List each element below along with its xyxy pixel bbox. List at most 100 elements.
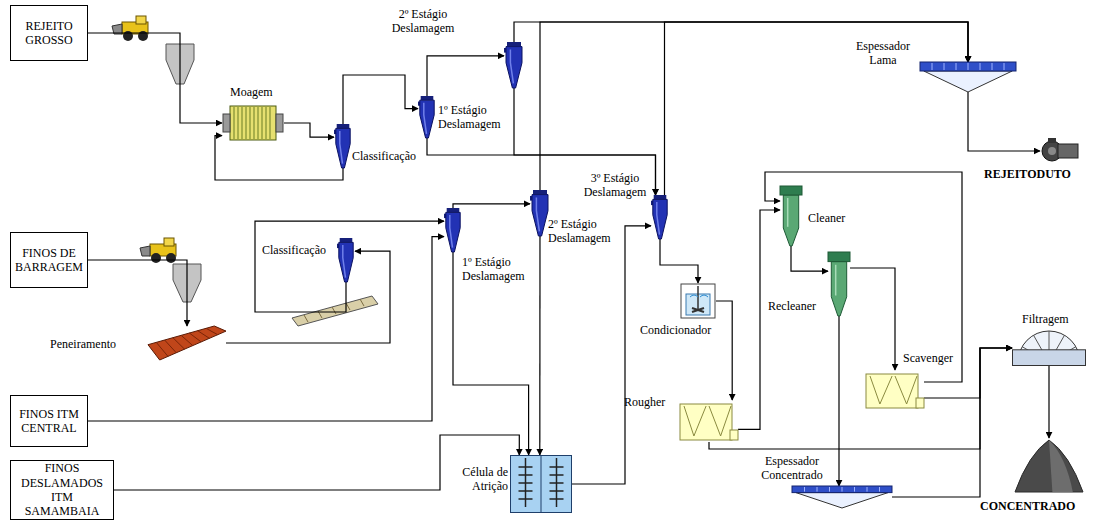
equipment-label: 2º Estágio Deslamagem (386, 8, 460, 36)
cyc-icon (504, 42, 524, 88)
equipment-label: CONCENTRADO (980, 500, 1075, 514)
equipment-label: 3º Estágio Deslamagem (580, 172, 650, 200)
equipment-label: 2º Estágio Deslamagem (548, 218, 622, 246)
cyc-icon (651, 195, 669, 239)
equipment-label: Condicionador (640, 324, 711, 338)
equipment-node: Moagem (222, 102, 284, 144)
cell-icon (866, 370, 924, 410)
equipment-label: REJEITODUTO (984, 168, 1071, 182)
col-icon (828, 252, 850, 316)
equipment-label: Classificação (352, 150, 416, 164)
cell-icon (680, 400, 738, 442)
equipment-node: Espessador Concentrado (792, 486, 892, 508)
flow-line (838, 316, 839, 486)
equipment-node: Recleaner (828, 252, 850, 316)
equipment-node: Classificação (337, 238, 355, 282)
equipment-node: Célula de Atrição (510, 455, 572, 513)
equipment-label: Rougher (624, 396, 665, 410)
flow-line (88, 237, 444, 421)
equipment-node: 3º Estágio Deslamagem (651, 195, 669, 239)
cyc-icon (530, 190, 550, 236)
flow-line (539, 236, 540, 455)
equipment-label: Scavenger (903, 352, 953, 366)
equipment-label: 1º Estágio Deslamagem (462, 256, 536, 284)
equipment-node: Filtragem (1012, 330, 1086, 366)
cyc-icon (418, 96, 436, 138)
box-label: FINOS DESLAMADOS ITM SAMAMBAIA (14, 461, 110, 519)
equipment-label: Filtragem (1022, 313, 1069, 327)
equipment-node: Scavenger (866, 370, 924, 410)
attr-icon (510, 455, 572, 513)
flow-line (88, 33, 222, 123)
flow-line (968, 92, 1040, 151)
equipment-label: Espessador Lama (850, 40, 916, 68)
equipment-label: Moagem (230, 86, 273, 100)
equipment-node: Condicionador (680, 283, 716, 319)
equipment-node: 2º Estágio Deslamagem (504, 42, 524, 88)
box-label: FINOS DE BARRAGEM (14, 246, 84, 275)
flow-line (284, 123, 334, 137)
cond-icon (680, 283, 716, 319)
pile-icon (1015, 438, 1083, 492)
flow-line (765, 172, 962, 382)
equipment-node: Cleaner (780, 186, 802, 246)
flow-line (660, 239, 698, 283)
flow-line (215, 136, 343, 180)
feed-box: FINOS ITM CENTRAL (10, 395, 88, 447)
equipment-node: Espessador Lama (920, 62, 1016, 92)
feed-box: FINOS DE BARRAGEM (10, 232, 88, 288)
flow-line (1048, 366, 1049, 438)
feed-box: REJEITO GROSSO (10, 5, 88, 61)
flow-line (892, 348, 1012, 497)
flow-line (453, 204, 530, 208)
equipment-label: Célula de Atrição (452, 466, 508, 494)
flow-line (226, 251, 390, 343)
loader-icon (140, 238, 176, 263)
cyc-icon (334, 124, 352, 168)
equipment-node: 2º Estágio Deslamagem (530, 190, 550, 236)
screw-classifier (292, 296, 378, 326)
equipment-label: Cleaner (808, 212, 845, 226)
flow-line (255, 221, 444, 312)
equipment-label: Peneiramento (50, 338, 116, 352)
thick-icon (792, 486, 892, 508)
pump-icon (1040, 138, 1080, 164)
flow-line (114, 435, 519, 490)
cyc-icon (444, 208, 462, 252)
screw-flights (304, 299, 364, 322)
equipment-label: Recleaner (768, 300, 816, 314)
equipment-label: 1º Estágio Deslamagem (438, 104, 512, 132)
equipment-node: CONCENTRADO (1015, 438, 1083, 492)
flow-line (88, 260, 187, 326)
thick-icon (920, 62, 1016, 92)
equipment-label: Espessador Concentrado (752, 455, 832, 483)
loader-icon (112, 16, 148, 41)
flow-line (850, 268, 895, 370)
flow-line (738, 210, 780, 429)
flow-line (427, 56, 504, 96)
flow-line (540, 22, 968, 190)
flow-line (716, 301, 732, 400)
equipment-node: Classificação (334, 124, 352, 168)
equipment-label: Classificação (262, 244, 326, 258)
cyc-icon (337, 238, 355, 282)
equipment-node: 1º Estágio Deslamagem (444, 208, 462, 252)
equipment-node: 1º Estágio Deslamagem (418, 96, 436, 138)
equipment-node: REJEITODUTO (1040, 138, 1080, 164)
flow-line (709, 348, 1012, 449)
box-label: REJEITO GROSSO (14, 19, 84, 48)
flow-line (791, 246, 828, 271)
equipment-node: Peneiramento (148, 326, 226, 360)
equipment-node: Rougher (680, 400, 738, 442)
screen-icon (148, 326, 226, 360)
feed-box: FINOS DESLAMADOS ITM SAMAMBAIA (10, 460, 114, 520)
flow-line (665, 22, 969, 195)
filter-icon (1012, 330, 1086, 366)
flow-line (343, 75, 418, 124)
flow-line (572, 226, 651, 484)
col-icon (780, 186, 802, 246)
box-label: FINOS ITM CENTRAL (14, 407, 84, 436)
mill-icon (222, 102, 284, 144)
